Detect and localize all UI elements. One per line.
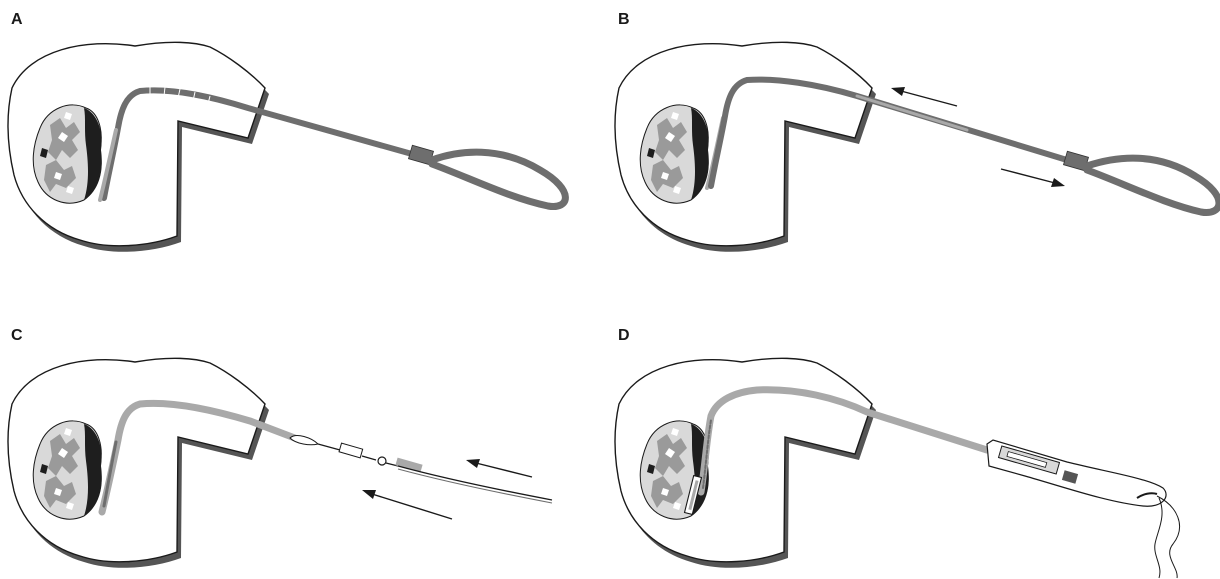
arrow-lower — [362, 490, 452, 519]
arrow-upper — [466, 459, 532, 477]
panel-c — [8, 358, 552, 567]
delivery-handle — [987, 440, 1166, 506]
scope-handle — [408, 145, 565, 206]
suture-threads — [1155, 496, 1180, 578]
panel-b — [615, 42, 1219, 251]
scope-handle — [1063, 151, 1219, 212]
wire-connector — [290, 436, 552, 503]
arrow-right — [1001, 169, 1065, 187]
panel-a — [8, 42, 565, 251]
sheath-overlay — [857, 96, 967, 130]
arrow-left — [891, 87, 957, 106]
panel-d — [615, 358, 1179, 578]
